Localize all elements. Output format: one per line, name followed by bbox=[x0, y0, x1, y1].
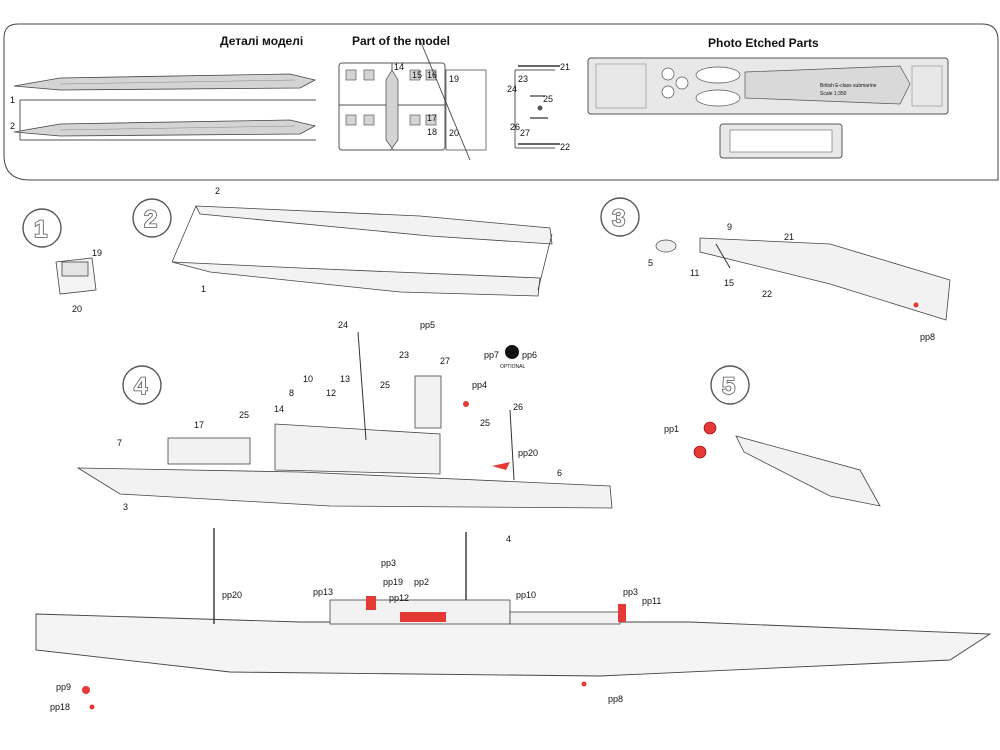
hull-half-bottom bbox=[171, 261, 541, 297]
sprue3-label-23: 23 bbox=[518, 74, 528, 84]
step1-label-20: 20 bbox=[72, 304, 82, 314]
sprue3-label-26: 26 bbox=[510, 122, 520, 132]
sprue2-label-18: 18 bbox=[427, 127, 437, 137]
step4-label-25c: 25 bbox=[480, 418, 490, 428]
final-label-pp12: pp12 bbox=[389, 593, 409, 603]
header-model-parts-en: Part of the model bbox=[352, 34, 451, 48]
step-4: 4 24 pp5 23 27 pp7 pp6 10 13 8 12 25 pp4… bbox=[76, 320, 613, 544]
final-label-pp2: pp2 bbox=[414, 577, 429, 587]
sprue1-label-2: 2 bbox=[10, 121, 15, 131]
sprue3-label-27: 27 bbox=[520, 128, 530, 138]
step4-label-12: 12 bbox=[326, 388, 336, 398]
step4-label-27: 27 bbox=[440, 356, 450, 366]
step3-label-11: 11 bbox=[690, 268, 699, 278]
step4-label-pp5: pp5 bbox=[420, 320, 435, 330]
final-label-pp11: pp11 bbox=[642, 596, 661, 606]
step4-label-pp6: pp6 bbox=[522, 350, 537, 360]
stern-propellers bbox=[735, 435, 881, 507]
step4-label-7: 7 bbox=[117, 438, 122, 448]
step4-label-6: 6 bbox=[557, 468, 562, 478]
step1-label-19: 19 bbox=[92, 248, 102, 258]
pe-sheet-title-1: British E-class submarine bbox=[820, 83, 877, 89]
final-label-pp3a: pp3 bbox=[381, 558, 396, 568]
deck-part-14 bbox=[385, 69, 399, 149]
final-label-pp9: pp9 bbox=[56, 682, 71, 692]
sprue2-label-14: 14 bbox=[394, 62, 404, 72]
step4-label-10: 10 bbox=[303, 374, 313, 384]
step4-label-23: 23 bbox=[399, 350, 409, 360]
step4-label-17: 17 bbox=[194, 420, 204, 430]
step4-label-3: 3 bbox=[123, 502, 128, 512]
step-3-number: 3 bbox=[612, 205, 625, 232]
step4-optional: OPTIONAL bbox=[500, 364, 526, 370]
step3-label-15: 15 bbox=[724, 278, 734, 288]
stern-section bbox=[699, 237, 951, 321]
final-label-pp3b: pp3 bbox=[623, 587, 638, 597]
step-2-number: 2 bbox=[144, 206, 157, 233]
step4-label-pp20: pp20 bbox=[518, 448, 538, 458]
step3-label-5: 5 bbox=[648, 258, 653, 268]
header-model-parts-ua: Деталі моделі bbox=[220, 34, 304, 48]
hull-assembly-step4 bbox=[76, 467, 613, 509]
step-3: 3 9 21 5 11 15 22 pp8 bbox=[600, 197, 951, 342]
step2-label-1: 1 bbox=[201, 284, 206, 294]
hull-half-top bbox=[195, 205, 553, 245]
header-photo-etched: Photo Etched Parts bbox=[708, 36, 819, 50]
sprue2-label-20: 20 bbox=[449, 128, 459, 138]
step3-label-9: 9 bbox=[727, 222, 732, 232]
step5-label-pp1: pp1 bbox=[664, 424, 679, 434]
final-label-pp8: pp8 bbox=[608, 694, 623, 704]
sprue3-label-25: 25 bbox=[543, 94, 553, 104]
step4-label-25b: 25 bbox=[239, 410, 249, 420]
pe-sheet: British E-class submarine Scale 1:350 bbox=[587, 57, 949, 159]
step-1-number: 1 bbox=[34, 216, 47, 243]
step4-label-pp7: pp7 bbox=[484, 350, 499, 360]
sprue-hull-halves: 1 2 bbox=[10, 73, 317, 141]
step4-label-4: 4 bbox=[506, 534, 511, 544]
final-label-pp13: pp13 bbox=[313, 587, 333, 597]
step4-label-24: 24 bbox=[338, 320, 348, 330]
step-2: 2 2 1 bbox=[132, 186, 553, 297]
step4-label-pp4: pp4 bbox=[472, 380, 487, 390]
step3-label-22: 22 bbox=[762, 289, 772, 299]
sprue3-label-22: 22 bbox=[560, 142, 570, 152]
step-5: 5 pp1 bbox=[664, 365, 881, 507]
sprue3-label-24: 24 bbox=[507, 84, 517, 94]
step3-label-21: 21 bbox=[784, 232, 794, 242]
sprue2-label-17: 17 bbox=[427, 113, 437, 123]
step4-label-8: 8 bbox=[289, 388, 294, 398]
step-4-number: 4 bbox=[134, 373, 148, 400]
step2-label-2: 2 bbox=[215, 186, 220, 196]
final-label-pp18: pp18 bbox=[50, 702, 70, 712]
final-label-pp20: pp20 bbox=[222, 590, 242, 600]
step3-label-pp8: pp8 bbox=[920, 332, 935, 342]
step-1: 1 19 20 bbox=[22, 208, 102, 314]
sprue2-label-15: 15 bbox=[412, 70, 422, 80]
final-label-pp19: pp19 bbox=[383, 577, 403, 587]
sprue1-label-1: 1 bbox=[10, 95, 15, 105]
parts-box-frame bbox=[3, 23, 999, 181]
sprue-rods: 21 22 23 24 25 26 27 bbox=[507, 62, 570, 152]
final-assembly: pp3 pp13 pp19 pp2 pp12 pp10 pp3 pp11 pp2… bbox=[35, 528, 992, 712]
sprue-small-parts: 14 15 16 17 18 19 20 bbox=[338, 39, 487, 161]
pe-sheet-title-2: Scale 1:350 bbox=[820, 91, 847, 97]
step4-label-13: 13 bbox=[340, 374, 350, 384]
sprue3-label-21: 21 bbox=[560, 62, 570, 72]
final-label-pp10: pp10 bbox=[516, 590, 536, 600]
step4-label-26: 26 bbox=[513, 402, 523, 412]
sprue2-label-16: 16 bbox=[427, 70, 437, 80]
step-5-number: 5 bbox=[722, 373, 735, 400]
step4-label-14: 14 bbox=[274, 404, 284, 414]
conning-tower bbox=[274, 423, 441, 475]
step4-label-25a: 25 bbox=[380, 380, 390, 390]
sprue2-label-19: 19 bbox=[449, 74, 459, 84]
